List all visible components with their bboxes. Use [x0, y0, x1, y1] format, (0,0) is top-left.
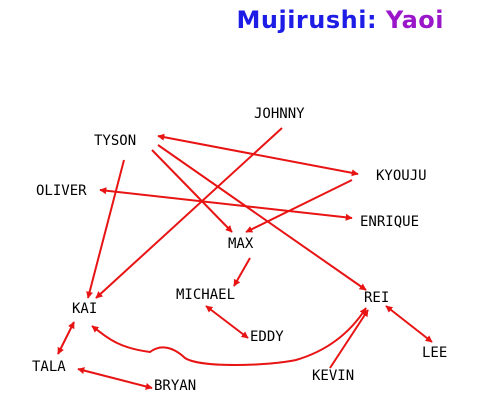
- edge-max-michael: [233, 257, 251, 287]
- edge-tyson-rei: [157, 144, 367, 291]
- edge-tyson-max: [151, 149, 233, 233]
- edge-kai-rei: [91, 307, 367, 366]
- node-lee: LEE: [422, 345, 447, 361]
- title-part-1: Mujirushi:: [236, 6, 378, 34]
- edge-michael-eddy: [205, 305, 249, 339]
- node-tyson: TYSON: [94, 133, 136, 149]
- node-tala: TALA: [32, 359, 66, 375]
- edge-tala-bryan: [77, 367, 153, 390]
- node-max: MAX: [228, 236, 254, 252]
- edge-rei-lee: [385, 305, 433, 343]
- edge-tyson-kyouju: [157, 133, 359, 177]
- node-michael: MICHAEL: [176, 287, 235, 303]
- node-rei: REI: [364, 290, 389, 306]
- edge-kai-tala: [57, 321, 75, 355]
- node-kai: KAI: [72, 301, 97, 317]
- node-enrique: ENRIQUE: [360, 214, 419, 230]
- node-eddy: EDDY: [250, 329, 284, 345]
- node-oliver: OLIVER: [36, 183, 87, 199]
- nodes-layer: JOHNNY TYSON KYOUJU OLIVER ENRIQUE MAX MICHAEL…: [32, 106, 447, 394]
- title-part-2: Yaoi: [385, 6, 444, 34]
- edge-kyouju-max: [245, 179, 353, 233]
- node-kevin: KEVIN: [312, 368, 354, 384]
- edge-oliver-enrique: [99, 187, 353, 221]
- diagram-title: Mujirushi: Yaoi: [237, 6, 445, 34]
- node-bryan: BRYAN: [154, 378, 196, 394]
- edge-kevin-rei: [329, 309, 369, 369]
- edges-layer: [57, 127, 433, 390]
- edge-tyson-kai: [86, 159, 125, 299]
- node-kyouju: KYOUJU: [376, 168, 427, 184]
- node-johnny: JOHNNY: [254, 106, 305, 122]
